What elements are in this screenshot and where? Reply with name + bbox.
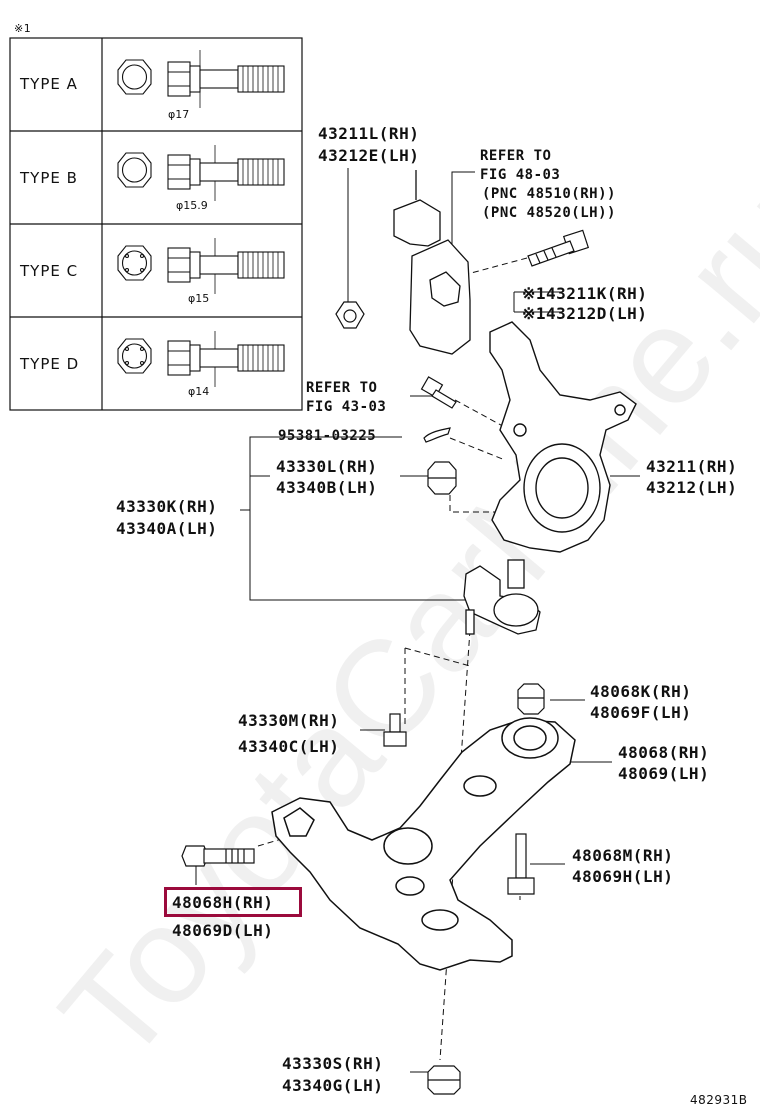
part-48068K[interactable]: 48068K(RH) xyxy=(590,682,692,701)
cotter-pin-95381 xyxy=(423,427,451,443)
strut-bracket xyxy=(393,170,471,355)
type-b-label: TYPE B xyxy=(20,169,78,187)
nut-43330S xyxy=(427,1065,461,1095)
part-48068M[interactable]: 48068M(RH) xyxy=(572,846,674,865)
part-43340G[interactable]: 43340G(LH) xyxy=(282,1076,384,1095)
part-43212D[interactable]: ※143212D(LH) xyxy=(522,304,648,323)
hub-bolt-type-c xyxy=(117,238,285,294)
part-43330M[interactable]: 43330M(RH) xyxy=(238,711,340,730)
part-48069[interactable]: 48069(LH) xyxy=(618,764,710,783)
part-43212E[interactable]: 43212E(LH) xyxy=(318,146,420,165)
part-43340A[interactable]: 43340A(LH) xyxy=(116,519,218,538)
nut-43211L xyxy=(335,301,365,329)
type-a-label: TYPE A xyxy=(20,75,78,93)
type-b-diameter: φ15.9 xyxy=(176,199,208,212)
part-43330S[interactable]: 43330S(RH) xyxy=(282,1054,384,1073)
hub-bolt-type-b xyxy=(117,145,285,201)
refer-note-1-line3: (PNC 48510(RH)) xyxy=(482,186,616,202)
part-43211K[interactable]: ※143211K(RH) xyxy=(522,284,648,303)
part-43211[interactable]: 43211(RH) xyxy=(646,457,738,476)
nut-48068K xyxy=(517,683,545,715)
bolt-48068M xyxy=(507,833,535,895)
fasteners xyxy=(181,229,590,1095)
part-43330L[interactable]: 43330L(RH) xyxy=(276,457,378,476)
refer-note-1-line1: REFER TO xyxy=(480,148,552,164)
hub-bolt-icons xyxy=(117,50,285,387)
type-a-diameter: φ17 xyxy=(168,108,190,121)
hub-bolt-type-a xyxy=(117,50,285,108)
type-c-diameter: φ15 xyxy=(188,292,210,305)
bolt-43330M xyxy=(383,713,407,747)
type-d-label: TYPE D xyxy=(20,355,80,373)
bolt-refer-43-03 xyxy=(420,376,457,409)
part-43330K[interactable]: 43330K(RH) xyxy=(116,497,218,516)
lower-control-arm xyxy=(271,717,576,971)
part-48068[interactable]: 48068(RH) xyxy=(618,743,710,762)
highlight-frame xyxy=(164,887,302,917)
refer-note-2-line1: REFER TO xyxy=(306,380,378,396)
note-mark: ※1 xyxy=(14,22,32,35)
figure-code: 482931B xyxy=(690,1093,748,1107)
part-48068H[interactable]: 48068H(RH) xyxy=(172,893,274,912)
part-48069F[interactable]: 48069F(LH) xyxy=(590,703,692,722)
steering-knuckle xyxy=(489,321,637,553)
type-c-label: TYPE C xyxy=(20,262,79,280)
part-43212[interactable]: 43212(LH) xyxy=(646,478,738,497)
part-43340B[interactable]: 43340B(LH) xyxy=(276,478,378,497)
ball-joint xyxy=(463,559,541,635)
type-d-diameter: φ14 xyxy=(188,385,210,398)
hub-bolt-type-d xyxy=(117,331,285,387)
refer-note-2-line2[interactable]: FIG 43-03 xyxy=(306,399,387,415)
part-48069H[interactable]: 48069H(LH) xyxy=(572,867,674,886)
refer-note-1-line2[interactable]: FIG 48-03 xyxy=(480,167,561,183)
nut-43330L xyxy=(427,461,457,495)
bolt-48068H xyxy=(181,845,255,867)
refer-note-1-line4: (PNC 48520(LH)) xyxy=(482,205,616,221)
part-43340C[interactable]: 43340C(LH) xyxy=(238,737,340,756)
part-95381-03225[interactable]: 95381-03225 xyxy=(278,428,377,444)
part-43211L[interactable]: 43211L(RH) xyxy=(318,124,420,143)
leader-lines xyxy=(195,168,640,1073)
bolt-43211K xyxy=(527,229,590,267)
part-48069D[interactable]: 48069D(LH) xyxy=(172,921,274,940)
